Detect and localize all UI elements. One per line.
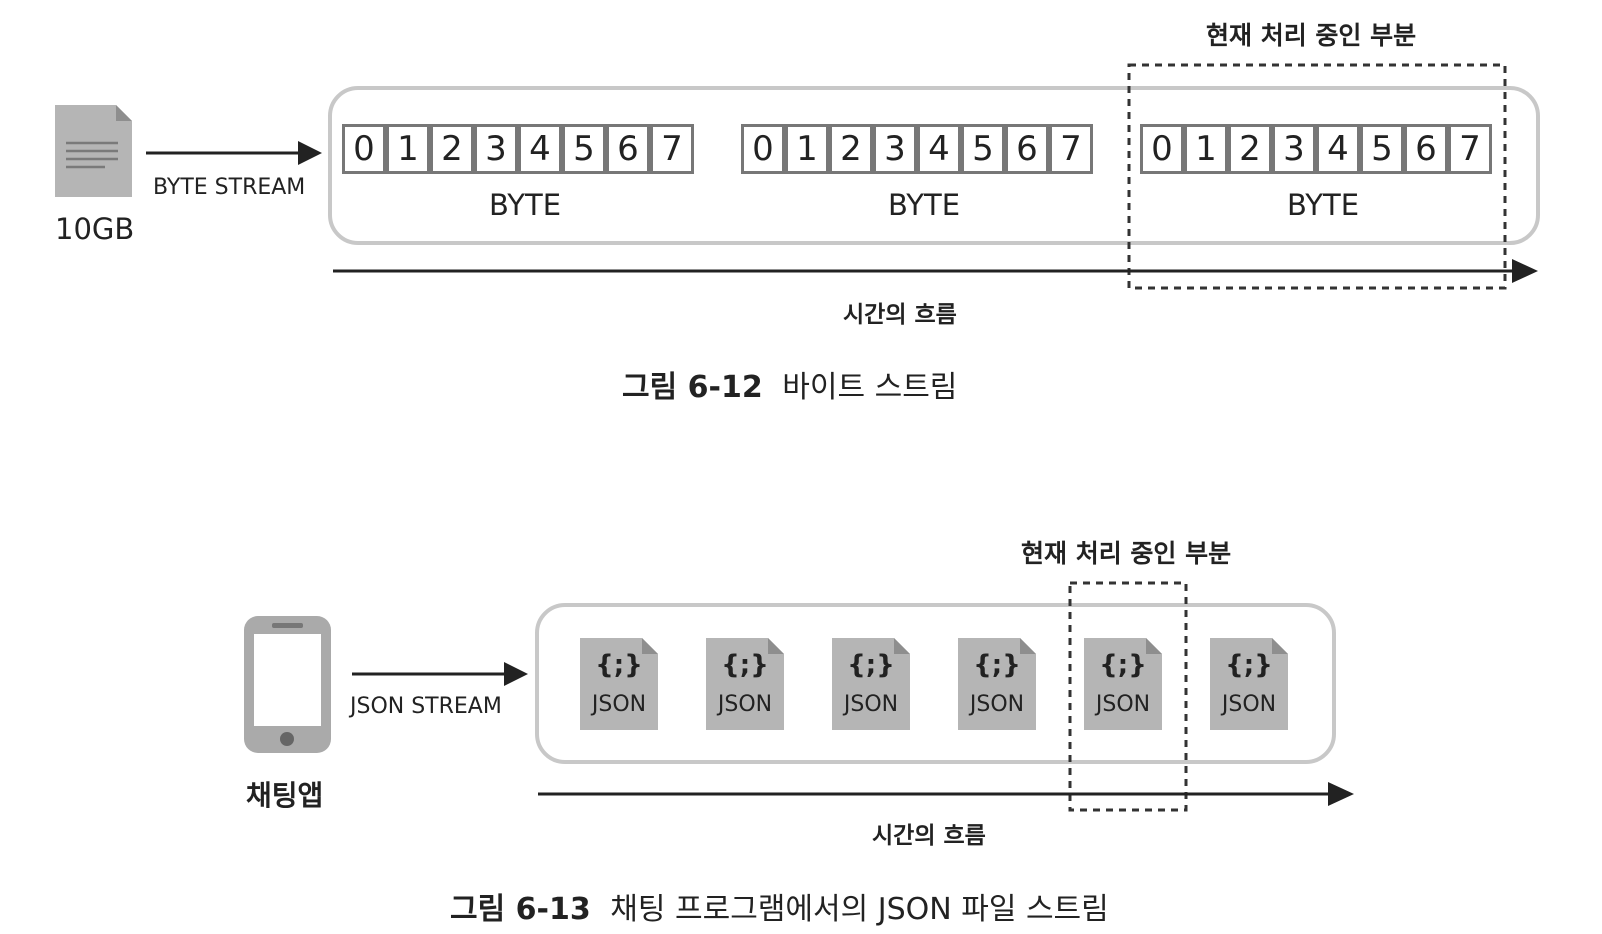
bit-cell: 6 xyxy=(1005,124,1049,174)
figure-caption: 그림 6-12 바이트 스트림 xyxy=(622,362,957,406)
bit-cell: 3 xyxy=(474,124,518,174)
bit-cell: 4 xyxy=(1316,124,1360,174)
current-processing-box xyxy=(1127,63,1507,290)
json-stream-label: JSON STREAM xyxy=(350,694,502,719)
bit-cell: 2 xyxy=(829,124,873,174)
bit-cell: 3 xyxy=(1272,124,1316,174)
json-stream-arrow xyxy=(352,662,528,686)
byte-stream-label: BYTE STREAM xyxy=(153,175,306,200)
bit-cell: 1 xyxy=(386,124,430,174)
json-glyph: {;} xyxy=(1099,650,1147,680)
json-file-icon xyxy=(580,638,658,730)
json-item-label: JSON xyxy=(843,692,899,717)
bit-cell: 6 xyxy=(1404,124,1448,174)
device-label: 채팅앱 xyxy=(246,779,324,812)
json-glyph: {;} xyxy=(1225,650,1273,680)
json-item-label: JSON xyxy=(969,692,1025,717)
bit-cell: 5 xyxy=(961,124,1005,174)
byte-label: BYTE xyxy=(888,188,961,222)
json-item-label: JSON xyxy=(717,692,773,717)
bit-cell: 3 xyxy=(873,124,917,174)
json-file-icon xyxy=(706,638,784,730)
bit-cell: 5 xyxy=(562,124,606,174)
document-icon xyxy=(55,105,132,197)
byte-stream-frame xyxy=(328,86,1540,245)
bit-cell: 6 xyxy=(606,124,650,174)
current-processing-label-json: 현재 처리 중인 부분 xyxy=(1021,539,1232,568)
bit-cell: 5 xyxy=(1360,124,1404,174)
bit-cell: 2 xyxy=(1228,124,1272,174)
json-file-icon xyxy=(832,638,910,730)
byte-label: BYTE xyxy=(489,188,562,222)
smartphone-icon xyxy=(244,616,331,753)
json-file-icon xyxy=(958,638,1036,730)
json-item-label: JSON xyxy=(1221,692,1277,717)
json-stream-frame xyxy=(535,603,1336,764)
figure-caption-13: 그림 6-13 채팅 프로그램에서의 JSON 파일 스트림 xyxy=(450,884,1109,928)
bit-cell: 0 xyxy=(1140,124,1184,174)
json-glyph: {;} xyxy=(847,650,895,680)
bit-cell: 4 xyxy=(917,124,961,174)
bit-cell: 1 xyxy=(785,124,829,174)
figure-number-13: 그림 6-13 xyxy=(450,892,591,927)
json-file-icon xyxy=(1084,638,1162,730)
json-item-label: JSON xyxy=(1095,692,1151,717)
current-processing-box-json xyxy=(1068,581,1188,812)
json-item-label: JSON xyxy=(591,692,647,717)
json-glyph: {;} xyxy=(973,650,1021,680)
bit-cell: 2 xyxy=(430,124,474,174)
bit-cell: 7 xyxy=(1448,124,1492,174)
time-arrow-json xyxy=(538,782,1354,806)
time-arrow xyxy=(333,259,1538,283)
bit-cell: 0 xyxy=(741,124,785,174)
figure-number: 그림 6-12 xyxy=(622,370,763,405)
bit-cell: 7 xyxy=(650,124,694,174)
bit-cell: 0 xyxy=(342,124,386,174)
bit-cell: 4 xyxy=(518,124,562,174)
time-flow-label-json: 시간의 흐름 xyxy=(872,823,986,849)
current-processing-label: 현재 처리 중인 부분 xyxy=(1206,21,1417,50)
time-flow-label: 시간의 흐름 xyxy=(843,302,957,328)
json-glyph: {;} xyxy=(595,650,643,680)
file-size-label: 10GB xyxy=(55,212,135,246)
byte-label: BYTE xyxy=(1287,188,1360,222)
json-file-icon xyxy=(1210,638,1288,730)
bit-cell: 1 xyxy=(1184,124,1228,174)
byte-stream-arrow xyxy=(146,141,322,165)
bit-cell: 7 xyxy=(1049,124,1093,174)
figure-title: 바이트 스트림 xyxy=(782,370,958,405)
json-glyph: {;} xyxy=(721,650,769,680)
figure-title-13: 채팅 프로그램에서의 JSON 파일 스트림 xyxy=(610,892,1109,927)
